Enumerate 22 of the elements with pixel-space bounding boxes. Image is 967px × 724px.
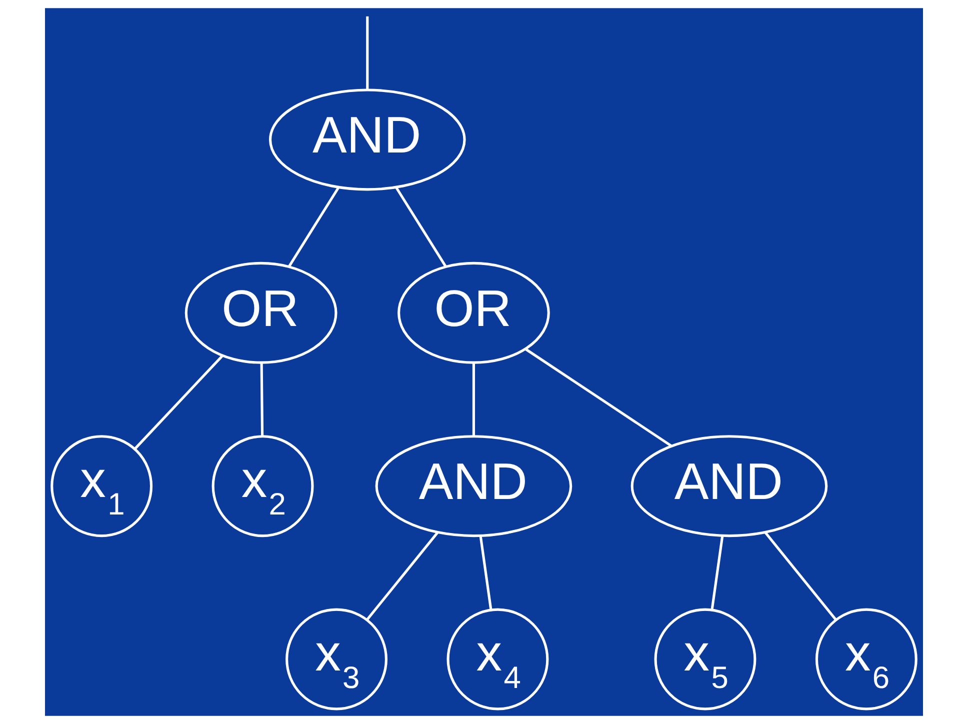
connector xyxy=(478,536,492,610)
node-circle: x$_{6}$ xyxy=(814,608,917,710)
connector xyxy=(366,532,438,620)
connector xyxy=(472,362,474,436)
node-circle: x$_{4}$ xyxy=(446,608,548,710)
node-ellipse: AND xyxy=(630,435,828,538)
node-ellipse: OR xyxy=(184,262,337,364)
connector xyxy=(260,362,264,436)
connector xyxy=(134,354,223,450)
node-ellipse: OR xyxy=(397,262,550,364)
node-circle: x$_{2}$ xyxy=(211,435,314,538)
node-ellipse: AND xyxy=(268,88,466,191)
connector xyxy=(288,186,340,268)
connector xyxy=(764,532,836,620)
connector xyxy=(366,16,368,90)
connector xyxy=(394,186,446,268)
connector xyxy=(524,348,672,447)
connector xyxy=(710,536,724,610)
node-circle: x$_{3}$ xyxy=(285,608,387,710)
node-circle: x$_{5}$ xyxy=(654,608,756,710)
node-ellipse: AND xyxy=(374,435,572,538)
node-circle: x$_{1}$ xyxy=(50,435,152,538)
